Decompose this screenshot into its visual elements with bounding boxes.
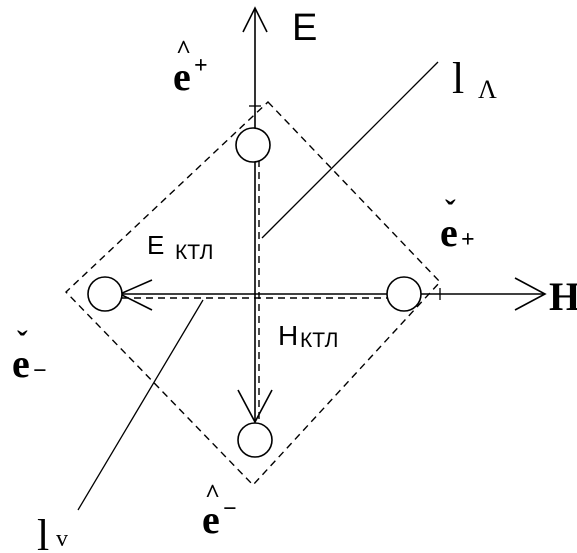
h-axis-arrowhead [514, 277, 547, 311]
left-arrowhead [118, 279, 153, 311]
l-v-line [77, 299, 204, 511]
e-axis-arrowhead [242, 6, 268, 33]
e-plus-right-label: e [440, 210, 458, 255]
h-ktl-subscript: КТЛ [300, 329, 338, 352]
e-minus-bottom-accent: ^ [205, 479, 220, 508]
circle-bottom [237, 422, 273, 458]
h-axis-label: H [549, 274, 577, 319]
e-minus-left-accent: ˇ [17, 324, 28, 360]
l-v-subscript: v [56, 526, 68, 552]
e-minus-bottom-label: e [202, 497, 220, 542]
e-ktl-label: E [147, 230, 164, 260]
down-arrowhead [237, 389, 273, 424]
l-v-label: l [37, 511, 49, 553]
e-plus-right-subscript: + [461, 227, 475, 253]
e-minus-bottom-superscript: − [223, 496, 237, 522]
e-plus-top-accent: ^ [176, 35, 191, 64]
l-lambda-label: l [452, 54, 464, 103]
e-plus-top-label: e [173, 54, 191, 99]
e-minus-left-subscript: − [33, 358, 47, 384]
l-lambda-line [261, 61, 439, 239]
e-plus-top-superscript: + [194, 53, 208, 79]
l-lambda-subscript: Λ [478, 75, 497, 104]
e-plus-right-accent: ˇ [445, 193, 456, 229]
circle-top [235, 127, 271, 163]
h-ktl-label: H [278, 320, 298, 351]
circle-right [386, 276, 422, 312]
e-minus-left-label: e [12, 341, 30, 386]
circle-left [87, 276, 123, 312]
e-axis-label: E [292, 7, 317, 49]
e-ktl-subscript: КТЛ [175, 241, 213, 264]
